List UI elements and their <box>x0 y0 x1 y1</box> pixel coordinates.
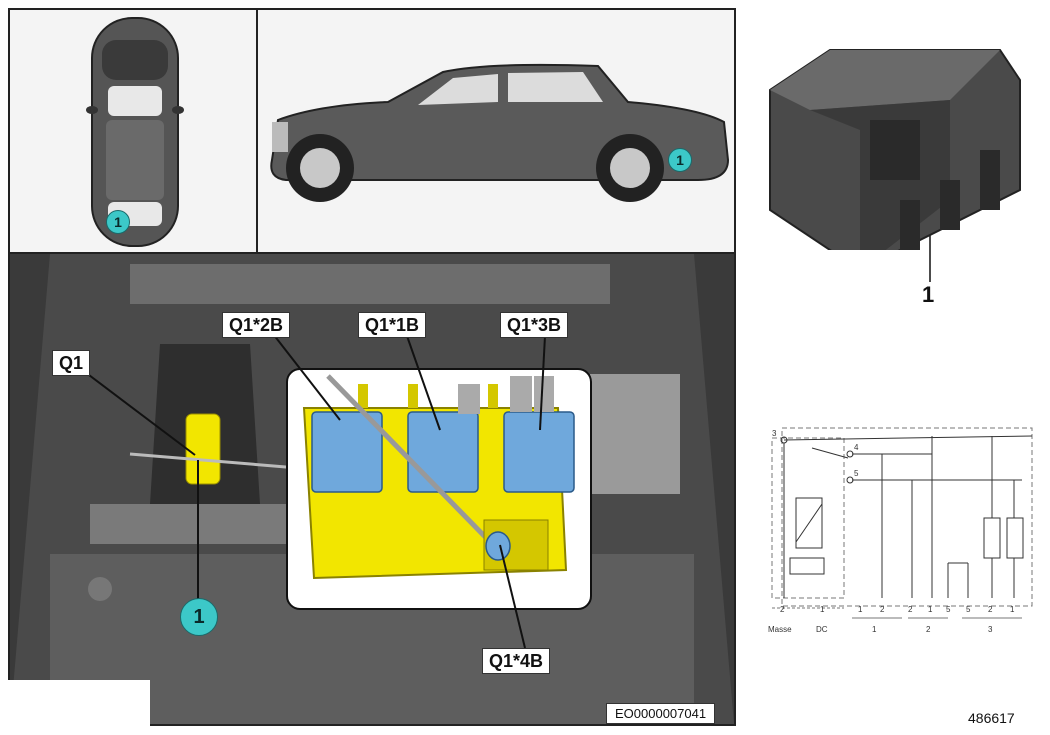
bottom-pin-4: 2 <box>880 605 885 614</box>
label-masse: Masse <box>768 625 792 634</box>
bottom-pin-5: 2 <box>908 605 913 614</box>
module-illustration <box>294 374 580 600</box>
top-view-panel: 1 <box>8 8 258 254</box>
label-dc: DC <box>816 625 828 634</box>
bottom-pin-7: 5 <box>946 605 951 614</box>
part-number-label: 1 <box>922 282 935 307</box>
pin-label-top-1: 3 <box>772 429 777 438</box>
car-top-view <box>86 17 184 247</box>
bottom-pin-9: 2 <box>988 605 993 614</box>
side-view-panel: 1 <box>256 8 736 254</box>
side-view-marker: 1 <box>668 148 692 172</box>
group-label-1: 1 <box>872 625 877 634</box>
main-view-marker: 1 <box>180 598 218 636</box>
diagram-number: 486617 <box>968 710 1015 726</box>
group-label-2: 2 <box>926 625 931 634</box>
car-side-view <box>270 63 730 202</box>
callout-q1-3b: Q1*3B <box>500 312 569 338</box>
reference-code: EO0000007041 <box>606 703 716 724</box>
bottom-pin-2: 1 <box>820 605 825 614</box>
bottom-pin-3: 1 <box>858 605 863 614</box>
group-label-3: 3 <box>988 625 993 634</box>
bottom-pin-6: 1 <box>928 605 933 614</box>
pin-label-top-2: 4 <box>854 443 859 452</box>
callout-q1-4b: Q1*4B <box>482 648 551 674</box>
zoom-inset <box>286 368 592 610</box>
bottom-pin-10: 1 <box>1010 605 1015 614</box>
relay-circuit-schematic: 3 4 5 2 1 1 2 2 1 5 5 2 1 Masse DC 1 2 3 <box>768 427 1033 634</box>
relay-part-illustration <box>769 49 1021 250</box>
top-view-marker: 1 <box>106 210 130 234</box>
bottom-pin-8: 5 <box>966 605 971 614</box>
bottom-pin-1: 2 <box>780 605 785 614</box>
callout-q1: Q1 <box>52 350 91 376</box>
pin-label-top-3: 5 <box>854 469 859 478</box>
callout-q1-2b: Q1*2B <box>222 312 291 338</box>
callout-q1-1b: Q1*1B <box>358 312 427 338</box>
blank-corner <box>0 680 150 735</box>
